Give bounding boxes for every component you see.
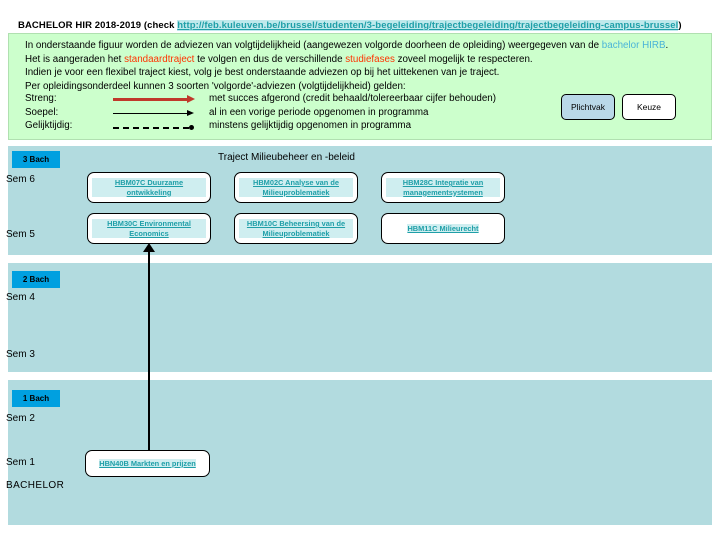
course-box-hbm30c[interactable]: HBM30C Environmental Economics [87, 213, 211, 244]
page-header: BACHELOR HIR 2018-2019 (check http://feb… [18, 20, 682, 31]
legend-row-gelijktijdig: Gelijktijdig: minstens gelijktijdig opge… [25, 119, 496, 133]
intro-line1-b: . [665, 40, 669, 51]
badge-2-bach: 2 Bach [12, 271, 60, 288]
legend-key-soepel: Soepel: [25, 106, 59, 118]
solid-black-arrow-icon [113, 106, 201, 120]
course-label-hbm28c[interactable]: HBM28C Integratie van managementsystemen [386, 178, 500, 197]
semester-label-sem4: Sem 4 [6, 292, 35, 303]
legend-row-streng: Streng: met succes afgerond (credit beha… [25, 92, 496, 106]
intro-line2-highlight-standaardtraject: standaardtraject [124, 53, 195, 65]
semester-label-sem5: Sem 5 [6, 229, 35, 240]
course-label-hbm30c[interactable]: HBM30C Environmental Economics [92, 219, 206, 238]
bachelor-level-label: BACHELOR [6, 480, 65, 491]
legend-key-gelijktijdig: Gelijktijdig: [25, 120, 73, 131]
header-title-suffix: ) [678, 20, 682, 31]
legend-box-plichtvak: Plichtvak [561, 94, 615, 120]
intro-line1-a: In onderstaande figuur worden de advieze… [25, 40, 602, 51]
header-title-prefix: BACHELOR HIR 2018-2019 (check [18, 20, 178, 31]
legend-desc-gelijktijdig: minstens gelijktijdig opgenomen in progr… [209, 120, 412, 131]
course-box-hbm02c[interactable]: HBM02C Analyse van de Milieuproblematiek [234, 172, 358, 203]
semester-label-sem6: Sem 6 [6, 174, 35, 185]
intro-line-2: Het is aangeraden het standaardtraject t… [25, 53, 668, 67]
intro-line1-highlight: bachelor HIRB [601, 40, 666, 51]
diagram-title: Traject Milieubeheer en -beleid [218, 152, 355, 163]
intro-line2-b: te volgen en dus de verschillende [194, 53, 346, 65]
legend-box-keuze: Keuze [622, 94, 676, 120]
course-label-hbm11c[interactable]: HBM11C Milieurecht [407, 223, 479, 234]
course-label-hbm07c[interactable]: HBM07C Duurzame ontwikkeling [92, 178, 206, 197]
course-box-hbm28c[interactable]: HBM28C Integratie van managementsystemen [381, 172, 505, 203]
solid-red-arrow-icon [113, 92, 201, 106]
badge-1-bach: 1 Bach [12, 390, 60, 407]
trajectbegeleiding-link[interactable]: http://feb.kuleuven.be/brussel/studenten… [177, 20, 679, 31]
course-box-hbm11c[interactable]: HBM11C Milieurecht [381, 213, 505, 244]
semester-label-sem2: Sem 2 [6, 413, 35, 424]
band-2-bach [8, 263, 712, 372]
intro-line-3: Indien je voor een flexibel traject kies… [25, 67, 500, 78]
intro-line2-a: Het is aangeraden het [25, 53, 125, 65]
course-box-hbn40b[interactable]: HBN40B Markten en prijzen [85, 450, 210, 477]
legend-key-streng: Streng: [25, 93, 57, 104]
course-box-hbm10c[interactable]: HBM10C Beheersing van de Milieuproblemat… [234, 213, 358, 244]
intro-text-block: In onderstaande figuur worden de advieze… [25, 39, 668, 93]
course-box-hbm07c[interactable]: HBM07C Duurzame ontwikkeling [87, 172, 211, 203]
legend-row-soepel: Soepel: al in een vorige periode opgenom… [25, 106, 496, 120]
legend-desc-streng: met succes afgerond (credit behaald/tole… [209, 93, 496, 104]
course-label-hbn40b[interactable]: HBN40B Markten en prijzen [99, 458, 196, 469]
course-label-hbm02c[interactable]: HBM02C Analyse van de Milieuproblematiek [239, 178, 353, 197]
intro-line-1: In onderstaande figuur worden de advieze… [25, 39, 668, 53]
semester-label-sem3: Sem 3 [6, 349, 35, 360]
course-label-hbm10c[interactable]: HBM10C Beheersing van de Milieuproblemat… [239, 219, 353, 238]
semester-label-sem1: Sem 1 [6, 457, 35, 468]
connector-hbn40b-to-hbm30c [148, 249, 150, 450]
intro-line2-highlight-studiefases: studiefases [345, 53, 395, 65]
badge-3-bach: 3 Bach [12, 151, 60, 168]
intro-line-4: Per opleidingsonderdeel kunnen 3 soorten… [25, 80, 406, 92]
connector-arrowhead-icon [143, 243, 155, 252]
legend-desc-soepel: al in een vorige periode opgenomen in pr… [209, 106, 429, 118]
intro-line2-c: zoveel mogelijk te respecteren. [394, 53, 533, 65]
legend-block: Streng: met succes afgerond (credit beha… [25, 92, 496, 133]
dashed-line-dot-icon [113, 119, 201, 133]
intro-panel: In onderstaande figuur worden de advieze… [8, 33, 712, 140]
